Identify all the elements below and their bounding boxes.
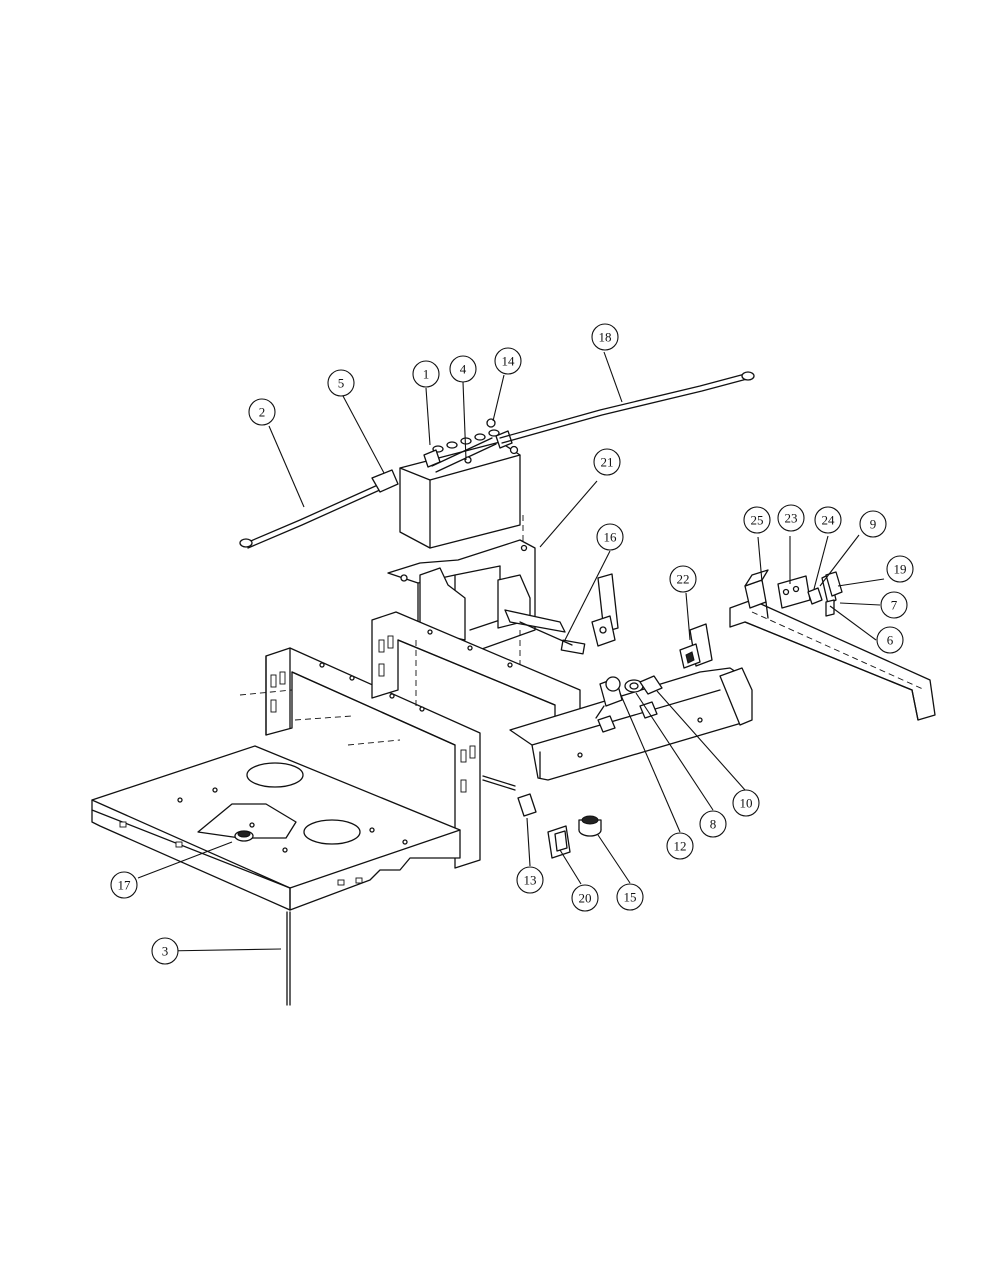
battery-cable-negative: [239, 469, 399, 549]
callout-label: 19: [894, 562, 907, 577]
bushing: [517, 793, 537, 817]
callout-label: 12: [674, 839, 687, 854]
callout-label: 18: [599, 330, 612, 345]
relay-switch: [777, 575, 811, 609]
callout-label: 4: [460, 362, 467, 377]
bracket-handle: [504, 609, 586, 655]
battery-cable-positive: [486, 371, 755, 444]
callout-14: 14: [494, 347, 522, 375]
callout-6: 6: [876, 626, 904, 654]
leader-lines: [137, 351, 885, 952]
callout-label: 2: [259, 405, 266, 420]
callout-label: 21: [601, 455, 614, 470]
callout-label: 20: [579, 891, 592, 906]
callout-25: 25: [743, 506, 771, 534]
callout-label: 17: [118, 878, 132, 893]
callout-label: 14: [502, 354, 516, 369]
callout-1: 1: [412, 360, 440, 388]
callout-2: 2: [248, 398, 276, 426]
callout-19: 19: [886, 555, 914, 583]
knob: [578, 815, 602, 837]
callout-17: 17: [110, 871, 138, 899]
drain-rod: [286, 911, 291, 1006]
callout-label: 7: [891, 598, 898, 613]
callout-label: 22: [677, 572, 690, 587]
callout-label: 15: [624, 890, 637, 905]
floor-pan: [91, 745, 461, 911]
callout-20: 20: [571, 884, 599, 912]
callout-18: 18: [591, 323, 619, 351]
callout-label: 10: [740, 796, 753, 811]
callout-16: 16: [596, 523, 624, 551]
callout-label: 13: [524, 873, 537, 888]
callout-4: 4: [449, 355, 477, 383]
callout-3: 3: [151, 937, 179, 965]
grommet: [234, 830, 254, 842]
callout-15: 15: [616, 883, 644, 911]
bolt: [482, 775, 516, 791]
rear-rail-right: [729, 599, 936, 721]
control-panel-channel: [509, 667, 753, 781]
boot-seal: [547, 825, 571, 859]
callout-24: 24: [814, 506, 842, 534]
callout-label: 5: [338, 376, 345, 391]
callout-23: 23: [777, 504, 805, 532]
callout-10: 10: [732, 789, 760, 817]
callout-label: 25: [751, 513, 764, 528]
battery: [399, 429, 521, 549]
relay-bracket: [679, 623, 713, 669]
callout-12: 12: [666, 832, 694, 860]
callout-label: 1: [423, 367, 430, 382]
callout-9: 9: [859, 510, 887, 538]
callout-label: 3: [162, 944, 169, 959]
key-switch: [595, 676, 623, 719]
rocker-switch: [639, 675, 663, 695]
callout-label: 8: [710, 817, 717, 832]
callout-21: 21: [593, 448, 621, 476]
handle-lever: [825, 571, 843, 597]
callout-label: 6: [887, 633, 894, 648]
solenoid-housing: [744, 569, 769, 609]
callout-5: 5: [327, 369, 355, 397]
callout-label: 16: [604, 530, 618, 545]
switch-bracket: [591, 573, 619, 647]
callout-label: 23: [785, 511, 798, 526]
callout-13: 13: [516, 866, 544, 894]
callout-22: 22: [669, 565, 697, 593]
callout-label: 24: [822, 513, 836, 528]
harness-connector: [807, 587, 823, 605]
callout-label: 9: [870, 517, 877, 532]
callout-7: 7: [880, 591, 908, 619]
callout-8: 8: [699, 810, 727, 838]
